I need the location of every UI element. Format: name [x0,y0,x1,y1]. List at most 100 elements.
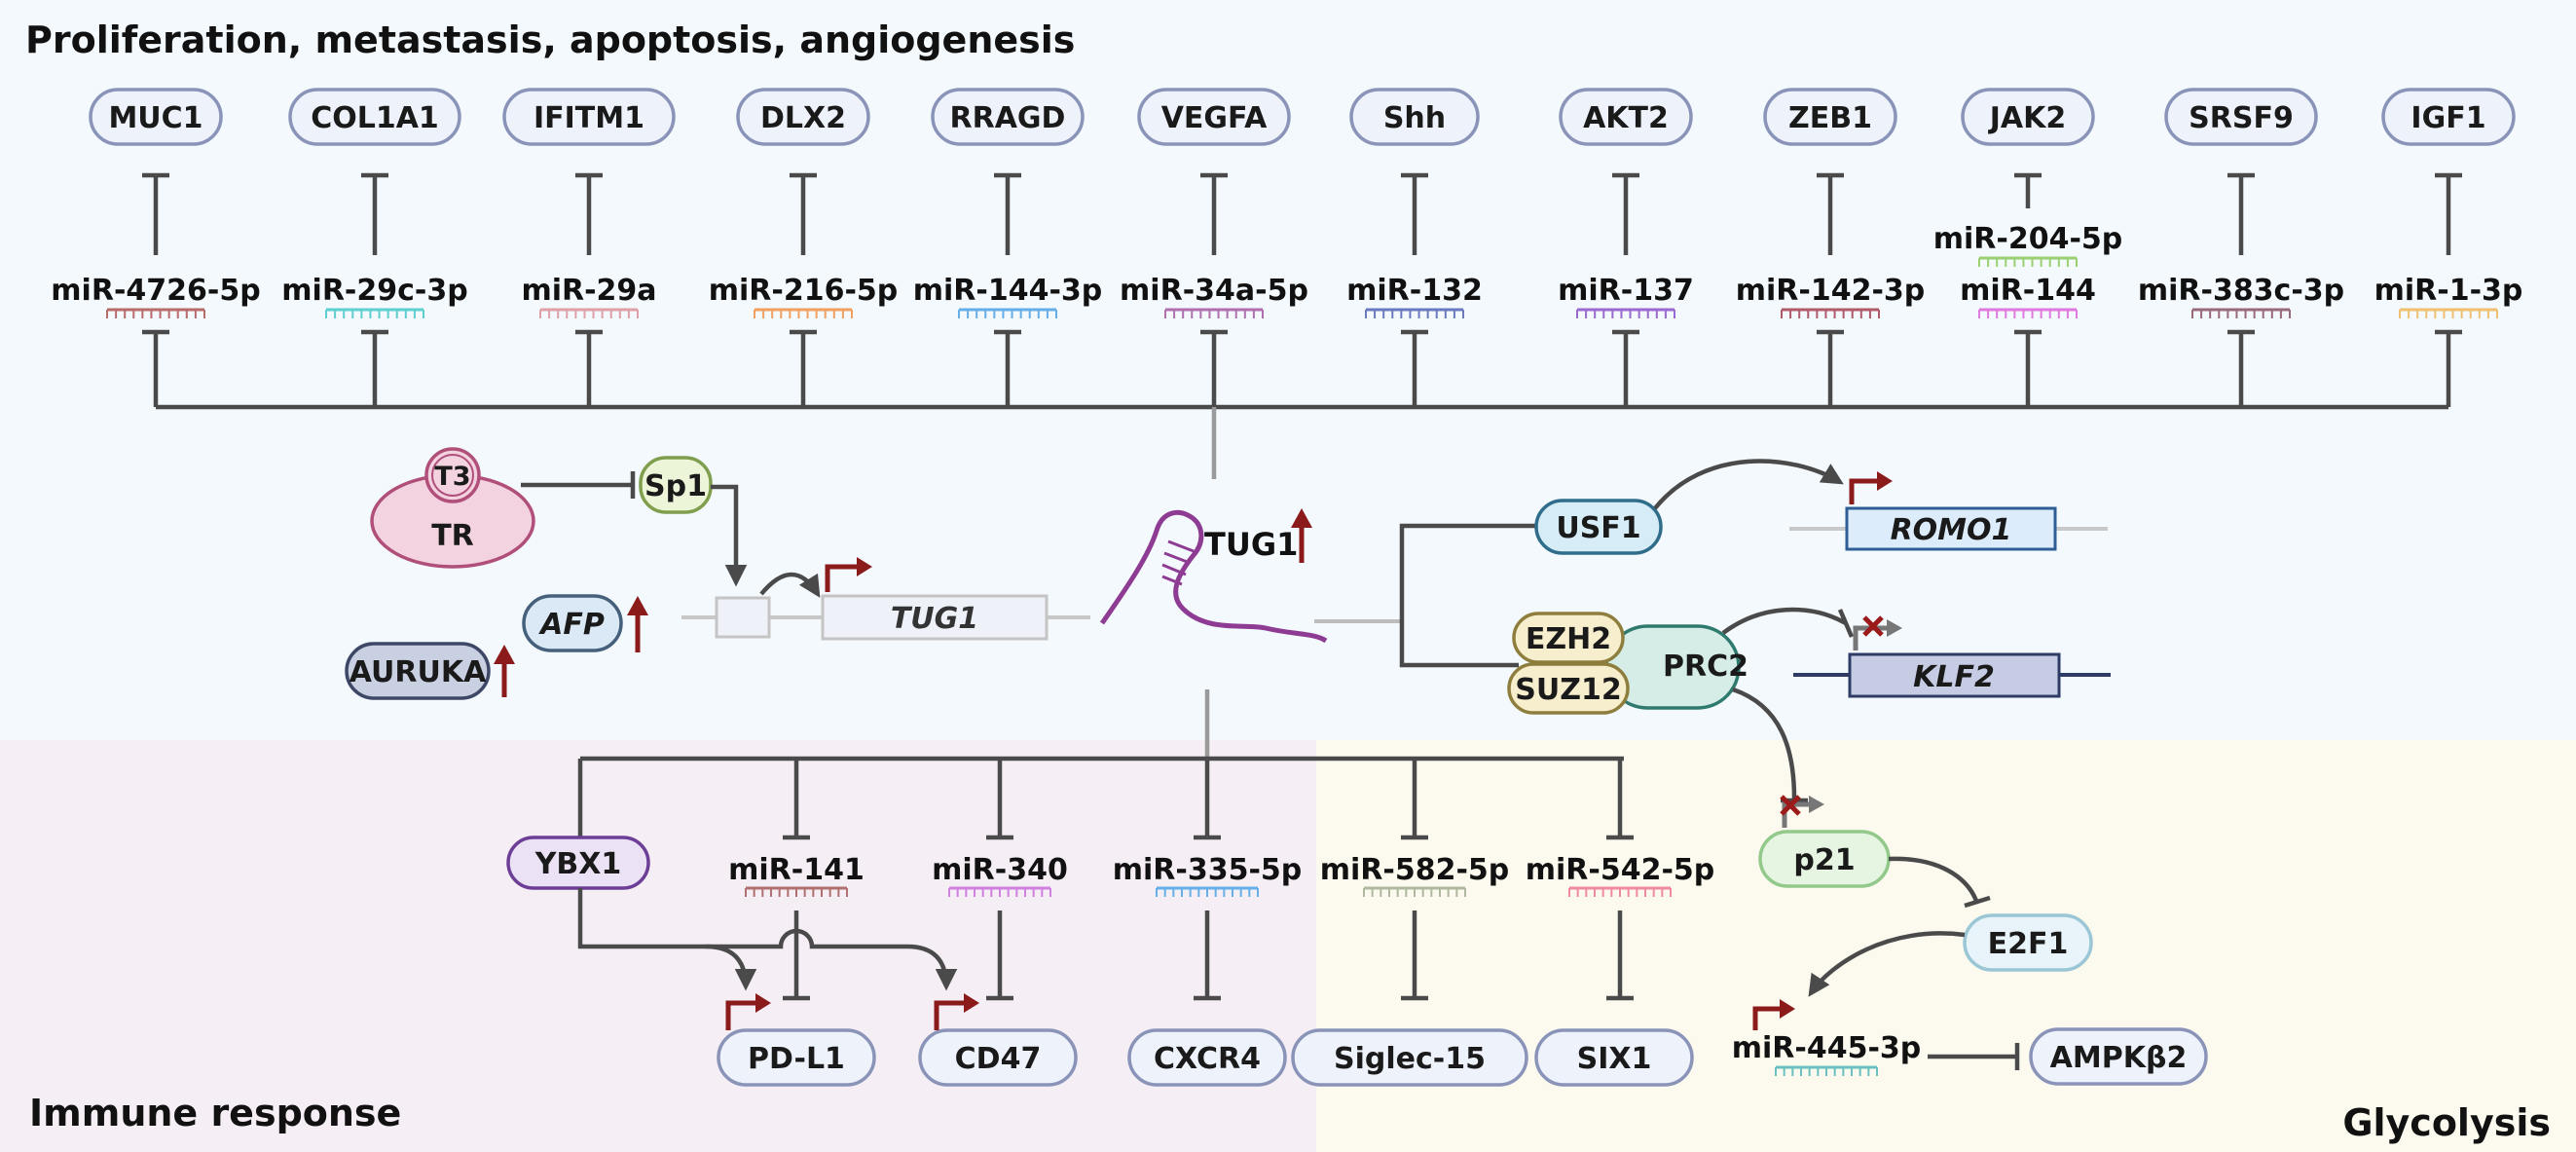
aurka-node: AURUKA [345,642,491,700]
ampk-node: AMPKβ2 [2029,1027,2208,1086]
ezh2-label: EZH2 [1526,622,1611,656]
suz12-label: SUZ12 [1515,673,1621,707]
gene-srsf9-label: SRSF9 [2189,101,2294,135]
mirna-label: miR-141 [728,853,865,887]
ampk-label: AMPKβ2 [2050,1041,2188,1075]
tug1-label: TUG1 [1204,526,1298,563]
gene-ifitm1: IFITM1 [502,88,676,146]
mirna-label: miR-132 [1346,274,1483,308]
section-title-immune-response: Immune response [29,1092,401,1134]
tug1-promoter-box [715,596,771,639]
mirna-glyph [2399,308,2498,318]
mirna-glyph [745,886,848,897]
mirna-label: miR-29a [521,274,656,308]
gene-rragd: RRAGD [931,88,1085,146]
gene-vegfa: VEGFA [1137,88,1291,146]
mirna-glyph [1781,308,1880,318]
gene-col1a1: COL1A1 [288,88,461,146]
mirna-label: miR-34a-5p [1120,274,1308,308]
mirna-label: miR-144-3p [913,274,1103,308]
gene-six1: SIX1 [1534,1028,1694,1087]
prc2-label: PRC2 [1663,650,1748,684]
gene-dlx2-label: DLX2 [760,101,846,135]
t3-label: T3 [434,462,470,492]
t3-ligand [424,447,481,503]
sp1-activates-promoter [711,484,748,587]
gene-vegfa-label: VEGFA [1161,101,1268,135]
usf1-node: USF1 [1534,499,1663,555]
tug1-lncrna [1099,509,1328,644]
usf1-label: USF1 [1556,511,1640,545]
ybx1-node: YBX1 [506,836,650,890]
gene-rragd-label: RRAGD [950,101,1066,135]
e2f1-label: E2F1 [1988,927,2069,961]
mirna-label: miR-4726-5p [51,274,260,308]
mirna-glyph [1156,886,1259,897]
gene-zeb1-label: ZEB1 [1788,101,1872,135]
mirna-glyph [754,308,853,318]
gene-igf1: IGF1 [2381,88,2516,146]
mirna-glyph [1164,308,1264,318]
gene-akt2-label: AKT2 [1583,101,1669,135]
gene-dlx2: DLX2 [736,88,870,146]
p21-inhibits-e2f1 [1888,856,1979,902]
gene-muc1-label: MUC1 [108,101,202,135]
gene-cd47-label: CD47 [955,1042,1042,1076]
aurka-up-arrow [494,645,515,697]
gene-akt2: AKT2 [1559,88,1693,146]
romo1-gene: ROMO1 [1845,506,2057,551]
prc2-complex: PRC2 EZH2 SUZ12 [1507,612,1748,715]
e2f1-node: E2F1 [1963,913,2093,972]
aurka-label: AURUKA [350,655,487,689]
mirna-label: miR-335-5p [1113,853,1303,887]
p21-blocked-transcription [1780,795,1824,828]
mirna-glyph-extra [1978,256,2078,267]
mirna-glyph [106,308,205,318]
gene-ifitm1-label: IFITM1 [534,101,644,135]
mirna-label: miR-542-5p [1526,853,1715,887]
prc2-represses-p21 [1732,687,1797,799]
tr-label: TR [431,519,474,553]
mir445-glyph [1775,1065,1878,1076]
ezh2-node [1512,612,1625,664]
gene-igf1-label: IGF1 [2410,101,2485,135]
mirna-glyph [2191,308,2291,318]
e2f1-activates-mir445 [1808,931,1966,997]
mir445-transcription-arrow [1752,999,1795,1030]
sp1-node: Sp1 [639,456,713,514]
tug1-up-arrow [1291,508,1312,563]
tug1-gene-label: TUG1 [891,602,978,636]
ybx1-label: YBX1 [534,847,622,881]
klf2-blocked-transcription [1853,615,1902,650]
mirna-label: miR-1-3p [2374,274,2523,308]
afp-node: AFP [522,594,623,652]
mirna-glyph [1775,1065,1878,1076]
klf2-gene: KLF2 [1848,652,2061,698]
tug1-to-prc2 [1399,621,1519,668]
gene-muc1: MUC1 [89,88,223,146]
usf1-activates-romo1 [1653,459,1844,510]
gene-jak2-label: JAK2 [1988,101,2067,135]
tug1-to-usf1 [1399,523,1538,621]
afp-label: AFP [538,608,605,642]
gene-shh-label: Shh [1383,101,1446,135]
mirna-label-extra: miR-204-5p [1933,222,2123,256]
tr-receptor: TR T3 [370,447,535,569]
mir445-label: miR-445-3p [1732,1031,1922,1065]
mirna-glyph [325,308,424,318]
section-title-glycolysis: Glycolysis [2342,1101,2551,1144]
mirna-glyph [1568,886,1672,897]
afp-up-arrow [627,596,648,652]
gene-six1-label: SIX1 [1577,1042,1652,1076]
gene-srsf9: SRSF9 [2164,88,2318,146]
tug1-gene: TUG1 [821,594,1049,641]
mirna-glyph [1576,308,1675,318]
panel-glycolysis [1316,740,2576,1152]
gene-pd-l1-label: PD-L1 [748,1042,845,1076]
gene-col1a1-label: COL1A1 [311,101,439,135]
gene-cxcr4-label: CXCR4 [1154,1042,1261,1076]
mirna-label: miR-142-3p [1736,274,1926,308]
mirna-label: miR-29c-3p [281,274,467,308]
top-targets-layer: MUC1 miR-4726-5p COL1A1 miR-29c-3p IFITM1 miR… [51,88,2523,407]
